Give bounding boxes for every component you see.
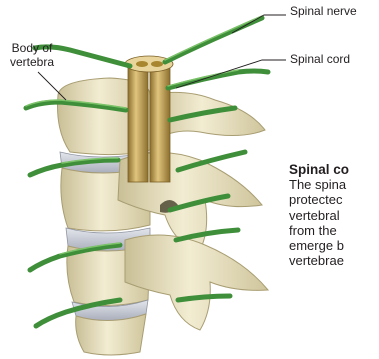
info-box: Spinal co The spina protectec vertebral … <box>289 162 379 268</box>
vertebra-body-4 <box>76 314 146 355</box>
label-body-of-vertebra: Body of vertebra <box>4 41 60 69</box>
label-spinal-nerve: Spinal nerve <box>290 4 357 18</box>
nerve-right-4 <box>178 296 230 300</box>
info-title: Spinal co <box>289 162 379 177</box>
process-3 <box>125 235 268 330</box>
leader-spinal-nerve <box>232 15 286 33</box>
leader-body-of-vertebra <box>38 72 66 100</box>
label-spinal-cord: Spinal cord <box>290 52 350 66</box>
info-body: The spina protectec vertebral from the e… <box>289 177 379 268</box>
